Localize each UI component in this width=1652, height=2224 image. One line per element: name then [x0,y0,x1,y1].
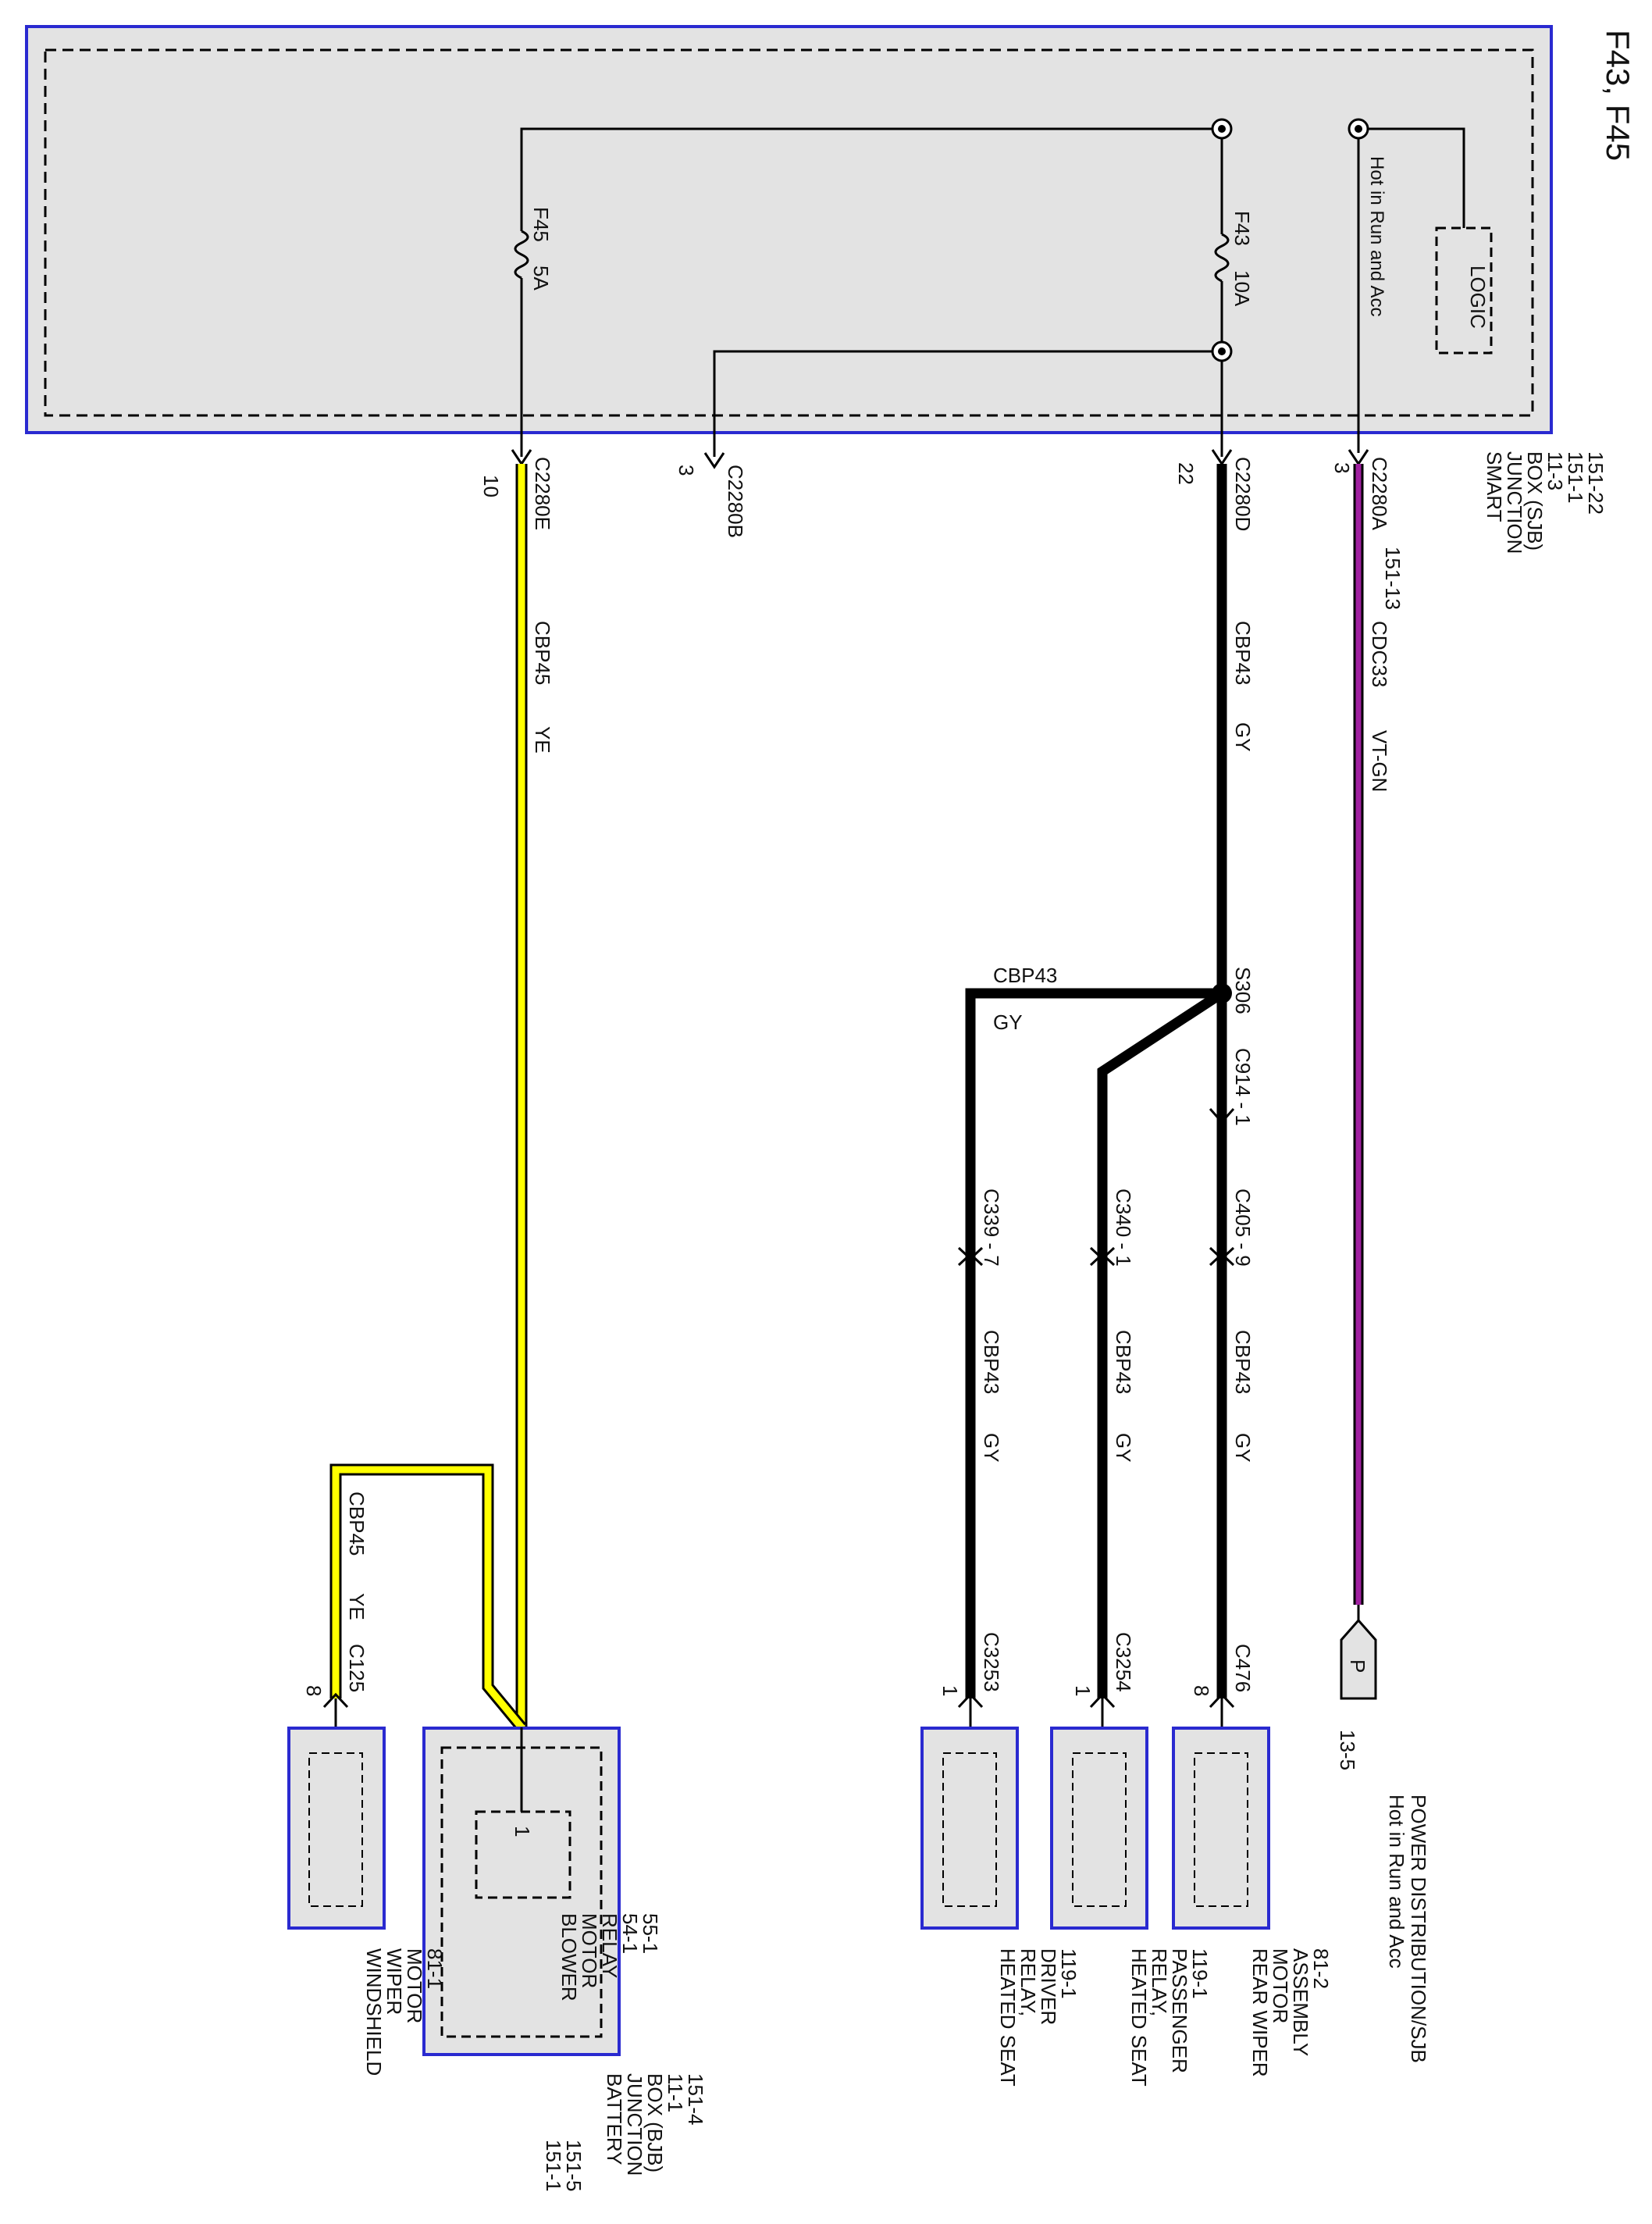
inline-connector-icon [1209,1246,1235,1267]
c3253-pin: 1 [938,1685,962,1696]
sjb-c2280b-line [713,350,1222,457]
wire-cbp43-driver-color: GY [980,1433,1003,1463]
logic-block [1435,226,1493,355]
blower-relay-pin: 1 [511,1826,534,1837]
wire-cbp43-rear-color: GY [1231,1433,1255,1463]
sjb-name: SMART JUNCTION BOX (SJB) 11-3 151-1 151-… [1483,451,1607,560]
hs-driver-inner [942,1752,997,1907]
hot-run-acc-label: Hot in Run and Acc [1366,156,1387,316]
power-ref-desc: Hot in Run and Acc POWER DISTRIBUTION/SJ… [1385,1795,1430,2063]
connector-pin-icon [703,452,725,469]
splice-s306-label: S306 [1231,967,1255,1014]
c125-pin: 8 [302,1685,326,1696]
hs-driver-label: HEATED SEAT RELAY, DRIVER 119-1 [996,1948,1081,2092]
c2280a-pin: 3 [1330,462,1354,473]
rear-wiper-motor-label: REAR WIPER MOTOR ASSEMBLY 81-2 [1248,1948,1333,2083]
wire-cbp45-wiper-color-code: YE [345,1593,368,1620]
wire-cbp43-driver-circuit: CBP43 [980,1330,1003,1394]
node-icon [1348,118,1369,140]
fuse-f45-id: F45 [529,207,553,242]
sjb-bus-f45 [520,127,1222,231]
wire-cbp45-main-color-code: YE [531,726,554,754]
c3254-label: C3254 [1112,1632,1135,1692]
wire-cbp43-pass [1097,989,1225,1698]
blower-relay-label: BLOWER MOTOR RELAY 54-1 55-1 [557,1913,662,2007]
c476-pin: 8 [1190,1685,1213,1696]
windshield-wiper-box [287,1727,386,1930]
fuse-f43-icon [1214,233,1230,283]
c405-label: C405 - 9 [1231,1189,1255,1267]
c2280b-pin: 3 [675,465,698,476]
wire-cbp43-branch-color: GY [993,1010,1023,1034]
windshield-wiper-inner [308,1752,363,1907]
wire-cbp45-main-circuit: CBP45 [531,621,554,685]
hs-passenger-inner [1072,1752,1127,1907]
c2280d-pin: 22 [1174,462,1198,485]
connector-pin-icon [957,1692,984,1709]
wire-cdc33-color-code: VT-GN [1368,730,1391,792]
sjb-page-ref: 151-13 [1381,547,1405,610]
c2280e-pin: 10 [479,475,503,497]
page-title: F43, F45 [1600,30,1636,161]
sjb-bus-logic [1355,127,1465,228]
c3253-label: C3253 [980,1632,1003,1692]
wire-cbp45-loop-color [332,1466,525,1730]
hs-passenger-box [1050,1727,1148,1930]
wire-cbp43-branch [965,988,1222,1698]
windshield-wiper-label: WINDSHIELD WIPER MOTOR 81-1 [362,1948,447,2081]
wire-cbp43-rear-circuit: CBP43 [1231,1330,1255,1394]
sjb-inner-dashed [44,48,1534,417]
connector-pin-icon [1089,1692,1116,1709]
inline-connector-icon [1209,1108,1235,1124]
wire-cbp43-branch-circuit: CBP43 [993,964,1057,987]
fuse-f43-rating: 10A [1230,270,1254,307]
c2280a-label: C2280A [1368,457,1391,531]
c2280d-label: C2280D [1231,457,1255,531]
c125-label: C125 [345,1644,368,1692]
fuse-f43-id: F43 [1230,211,1254,246]
hs-passenger-label: HEATED SEAT RELAY, PASSENGER 119-1 [1127,1948,1212,2092]
rear-wiper-motor-box [1172,1727,1270,1930]
node-icon [1211,340,1233,362]
bjb-label: BATTERY JUNCTION BOX (BJB) 11-1 151-4 [603,2073,707,2182]
c3254-pin: 1 [1071,1685,1095,1696]
node-icon [1211,118,1233,140]
inline-connector-icon [957,1246,984,1267]
c339-label: C339 - 7 [980,1189,1003,1267]
wire-cdc33-circuit: CDC33 [1368,621,1391,687]
power-ref-icon [1340,1618,1377,1700]
power-ref-page: 13-5 [1336,1730,1359,1770]
c914-label: C914 - 1 [1231,1048,1255,1126]
c340-label: C340 - 1 [1112,1189,1135,1267]
inline-connector-icon [1089,1246,1116,1267]
logic-label: LOGIC [1466,266,1490,329]
c476-label: C476 [1231,1644,1255,1692]
wire-cbp43-pass-circuit: CBP43 [1112,1330,1135,1394]
rear-wiper-motor-inner [1194,1752,1248,1907]
c2280b-label: C2280B [724,465,747,538]
connector-pin-icon [322,1692,349,1709]
bjb-page-ref: 151-1 151-5 [542,2140,586,2197]
fuse-f45-rating: 5A [529,266,553,290]
sjb-box [25,25,1553,434]
wire-cbp43-main-color: GY [1231,722,1255,752]
connector-pin-icon [1209,1692,1235,1709]
blower-relay-box [475,1810,571,1899]
wire-cbp43-pass-color: GY [1112,1433,1135,1463]
wire-cbp43-main-circuit: CBP43 [1231,621,1255,685]
fuse-f45-icon [514,230,529,280]
hs-driver-box [920,1727,1019,1930]
c2280e-label: C2280E [531,457,554,530]
power-ref-symbol: P [1346,1659,1369,1673]
wire-cbp45-wiper-circuit: CBP45 [345,1492,368,1556]
